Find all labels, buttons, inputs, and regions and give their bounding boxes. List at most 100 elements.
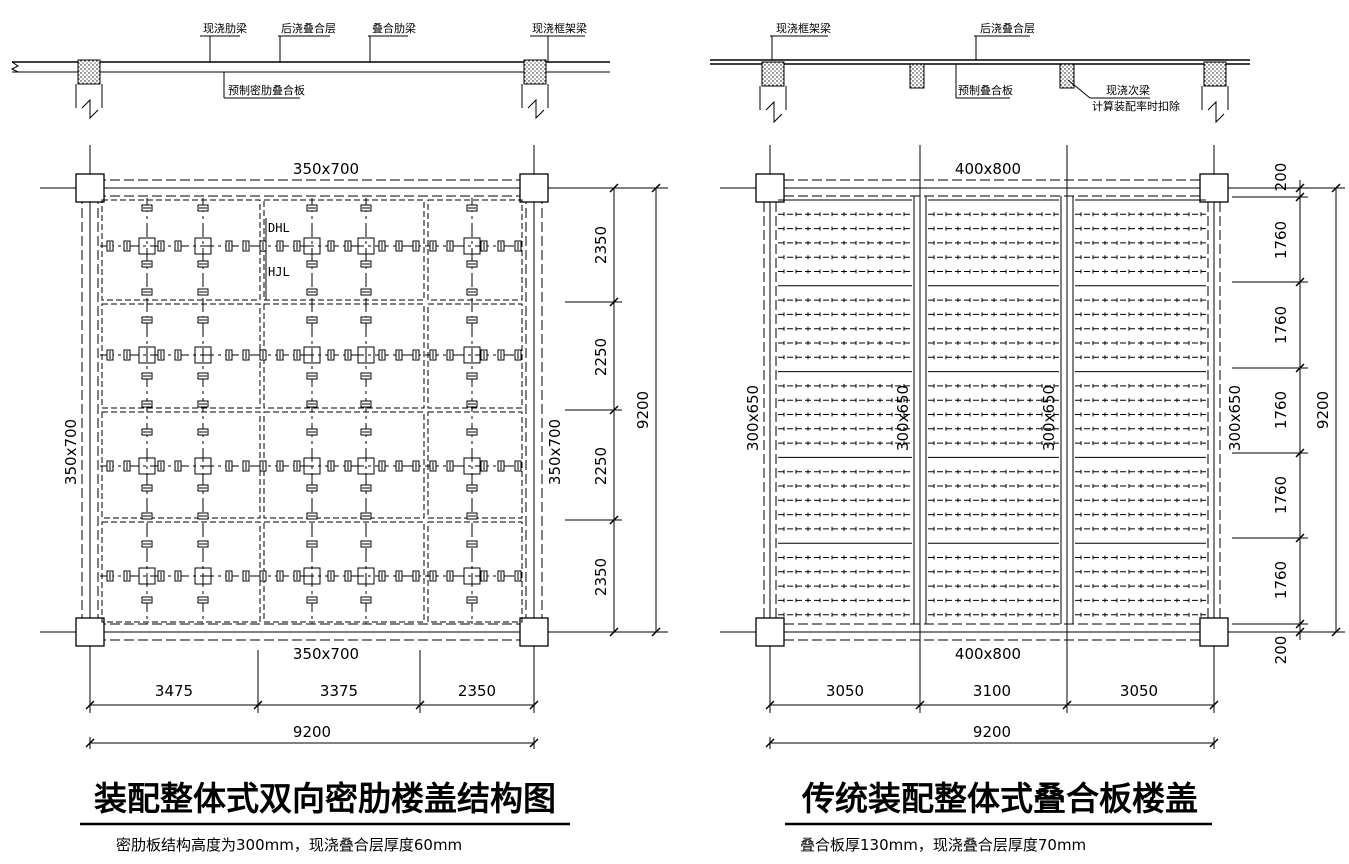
r-beam-label-right: 300x650 xyxy=(1226,385,1244,451)
dim-tick xyxy=(609,405,619,415)
dim-bottom-total: 9200 xyxy=(293,723,331,741)
dim-tick xyxy=(415,700,425,710)
left-dimensions xyxy=(85,183,661,749)
dim-bottom-2: 3375 xyxy=(320,682,358,700)
rib-joint xyxy=(357,567,375,585)
dim-tick xyxy=(529,700,539,710)
dim-tick xyxy=(1295,533,1305,543)
rib-joint xyxy=(463,237,481,255)
rib-joint xyxy=(463,346,481,364)
r-dim-bottom-2: 3100 xyxy=(973,682,1011,700)
r-dim-right-6: 1760 xyxy=(1272,561,1290,599)
right-dimensions xyxy=(765,180,1341,749)
r-dim-right-7: 200 xyxy=(1272,636,1290,665)
column xyxy=(755,617,785,647)
dim-tick xyxy=(609,515,619,525)
label-cast-rib-beam: 现浇肋梁 xyxy=(203,21,247,35)
r-beam-label-bottom: 400x800 xyxy=(955,645,1021,663)
column xyxy=(755,173,785,203)
right-drawing xyxy=(710,35,1345,749)
rib-joint xyxy=(194,346,212,364)
rib-joint xyxy=(463,567,481,585)
label-r-cast-frame-beam: 现浇框架梁 xyxy=(776,21,831,35)
rib-joint xyxy=(138,237,156,255)
dim-bottom-3: 2350 xyxy=(458,682,496,700)
rib-joint xyxy=(138,567,156,585)
dim-right-4: 2350 xyxy=(592,558,610,596)
label-r-rebar-note: 计算装配率时扣除 xyxy=(1092,99,1180,113)
dim-tick xyxy=(1295,183,1305,193)
beam-label-bottom: 350x700 xyxy=(293,645,359,663)
column xyxy=(1199,617,1229,647)
right-axis-lines xyxy=(720,145,1345,660)
dim-bottom-1: 3475 xyxy=(155,682,193,700)
column xyxy=(519,617,549,647)
r-dim-right-1: 200 xyxy=(1272,163,1290,192)
left-plan-view xyxy=(75,173,549,647)
rib-joint xyxy=(303,457,321,475)
r-dim-bottom-1: 3050 xyxy=(826,682,864,700)
beam-label-top: 350x700 xyxy=(293,160,359,178)
rib-joint xyxy=(303,237,321,255)
r-dim-right-2: 1760 xyxy=(1272,221,1290,259)
label-cast-frame-beam: 现浇框架梁 xyxy=(532,21,587,35)
label-r-post-cast-layer: 后浇叠合层 xyxy=(980,21,1035,35)
column xyxy=(519,173,549,203)
dim-tick xyxy=(1295,192,1305,202)
left-texts: 现浇肋梁 后浇叠合层 叠合肋梁 现浇框架梁 预制密肋叠合板 350x700 35… xyxy=(62,21,652,854)
column xyxy=(75,617,105,647)
dim-tick xyxy=(1209,738,1219,748)
r-beam-label-left: 300x650 xyxy=(744,385,762,451)
left-section-view xyxy=(10,35,610,120)
rib-joint xyxy=(194,457,212,475)
beam-label-left: 350x700 xyxy=(62,419,80,485)
dim-tick xyxy=(765,700,775,710)
dim-tick xyxy=(765,738,775,748)
dim-tick xyxy=(1295,627,1305,637)
dim-tick xyxy=(1062,700,1072,710)
dim-right-2: 2250 xyxy=(592,338,610,376)
rib-joint xyxy=(303,567,321,585)
dim-right-total: 9200 xyxy=(634,391,652,429)
r-dim-right-5: 1760 xyxy=(1272,476,1290,514)
dim-tick xyxy=(1295,448,1305,458)
right-texts: 现浇框架梁 后浇叠合层 预制叠合板 现浇次梁 计算装配率时扣除 400x800 … xyxy=(744,21,1332,854)
tag-dhl: DHL xyxy=(268,221,290,235)
dim-tick xyxy=(85,700,95,710)
r-beam-label-mid2: 300x650 xyxy=(1040,385,1058,451)
dim-tick xyxy=(1331,627,1341,637)
rib-joint xyxy=(357,237,375,255)
column xyxy=(1199,173,1229,203)
precast-panel xyxy=(263,303,425,409)
precast-panel xyxy=(427,521,523,623)
column xyxy=(75,173,105,203)
right-section-view xyxy=(710,35,1250,124)
right-title: 传统装配整体式叠合板楼盖 xyxy=(801,779,1198,818)
left-axis-lines xyxy=(40,145,668,660)
rib-joint xyxy=(194,567,212,585)
dim-right-3: 2250 xyxy=(592,447,610,485)
dim-tick xyxy=(253,700,263,710)
r-dim-bottom-total: 9200 xyxy=(973,723,1011,741)
label-post-cast-layer: 后浇叠合层 xyxy=(281,21,336,35)
rib-joint xyxy=(303,346,321,364)
dim-tick xyxy=(1295,277,1305,287)
r-dim-right-total: 9200 xyxy=(1314,391,1332,429)
precast-panel xyxy=(427,199,523,301)
dim-tick xyxy=(1295,363,1305,373)
dim-tick xyxy=(1209,700,1219,710)
dim-tick xyxy=(651,627,661,637)
dim-tick xyxy=(1331,183,1341,193)
label-composite-rib-beam: 叠合肋梁 xyxy=(372,21,416,35)
rib-joint xyxy=(138,457,156,475)
r-dim-right-4: 1760 xyxy=(1272,391,1290,429)
dim-tick xyxy=(529,738,539,748)
dim-tick xyxy=(651,183,661,193)
beam-label-right: 350x700 xyxy=(546,419,564,485)
rib-joint xyxy=(357,457,375,475)
precast-panel xyxy=(427,411,523,519)
rib-joint xyxy=(138,346,156,364)
dim-right-1: 2350 xyxy=(592,226,610,264)
r-dim-right-3: 1760 xyxy=(1272,306,1290,344)
